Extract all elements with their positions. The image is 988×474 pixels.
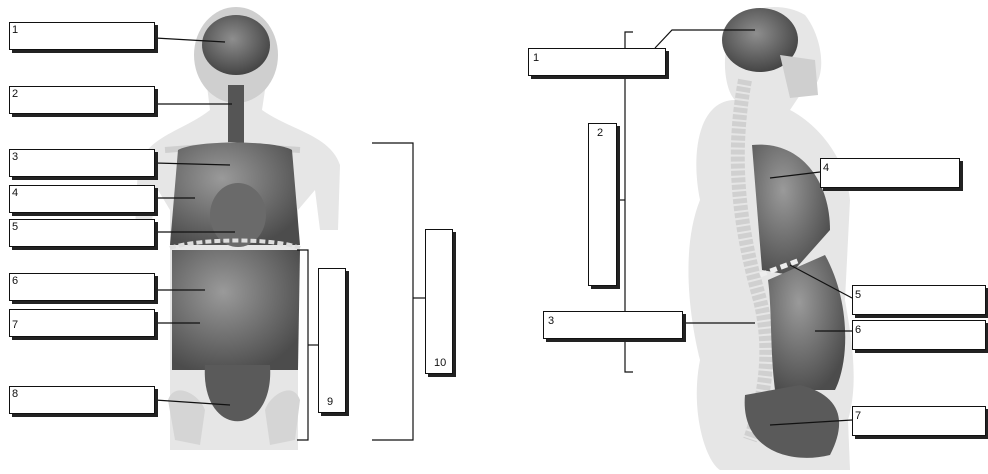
side-label-box-3[interactable]: 3 (543, 311, 683, 339)
front-label-number-1: 1 (12, 25, 18, 36)
side-label-number-5: 5 (855, 290, 861, 301)
front-spine-neck (228, 85, 244, 145)
front-label-box-5[interactable]: 5 (9, 219, 155, 247)
front-label-box-9[interactable]: 9 (318, 268, 346, 413)
side-label-box-5[interactable]: 5 (852, 285, 986, 315)
front-label-box-2[interactable]: 2 (9, 86, 155, 114)
side-label-box-1[interactable]: 1 (528, 48, 666, 76)
front-body-figure (135, 7, 340, 450)
front-label-number-5: 5 (12, 222, 18, 233)
side-label-number-6: 6 (855, 325, 861, 336)
side-abdominal-cavity (768, 255, 845, 390)
side-label-number-7: 7 (855, 411, 861, 422)
front-label-number-10: 10 (434, 358, 446, 369)
side-body-figure (688, 7, 853, 470)
side-label-box-2[interactable]: 2 (588, 123, 617, 286)
front-label-box-3[interactable]: 3 (9, 149, 155, 177)
side-label-box-7[interactable]: 7 (852, 406, 986, 436)
front-label-number-8: 8 (12, 389, 18, 400)
front-label-box-1[interactable]: 1 (9, 22, 155, 50)
front-label-box-8[interactable]: 8 (9, 386, 155, 414)
side-label-number-4: 4 (823, 163, 829, 174)
front-label-number-3: 3 (12, 152, 18, 163)
front-label-number-6: 6 (12, 276, 18, 287)
front-heart (210, 183, 266, 247)
front-label-number-4: 4 (12, 188, 18, 199)
front-label-box-4[interactable]: 4 (9, 185, 155, 213)
side-label-number-1: 1 (533, 53, 539, 64)
side-label-number-2: 2 (597, 128, 603, 139)
front-label-number-9: 9 (327, 397, 333, 408)
side-label-number-3: 3 (548, 316, 554, 327)
front-label-number-7: 7 (12, 320, 18, 331)
front-abdominal-cavity (172, 250, 300, 370)
front-label-box-7[interactable]: 7 (9, 309, 155, 337)
front-label-box-10[interactable]: 10 (425, 229, 453, 374)
front-label-box-6[interactable]: 6 (9, 273, 155, 301)
side-label-box-4[interactable]: 4 (820, 158, 960, 188)
front-brain (202, 15, 270, 75)
side-label-box-6[interactable]: 6 (852, 320, 986, 350)
front-label-number-2: 2 (12, 89, 18, 100)
